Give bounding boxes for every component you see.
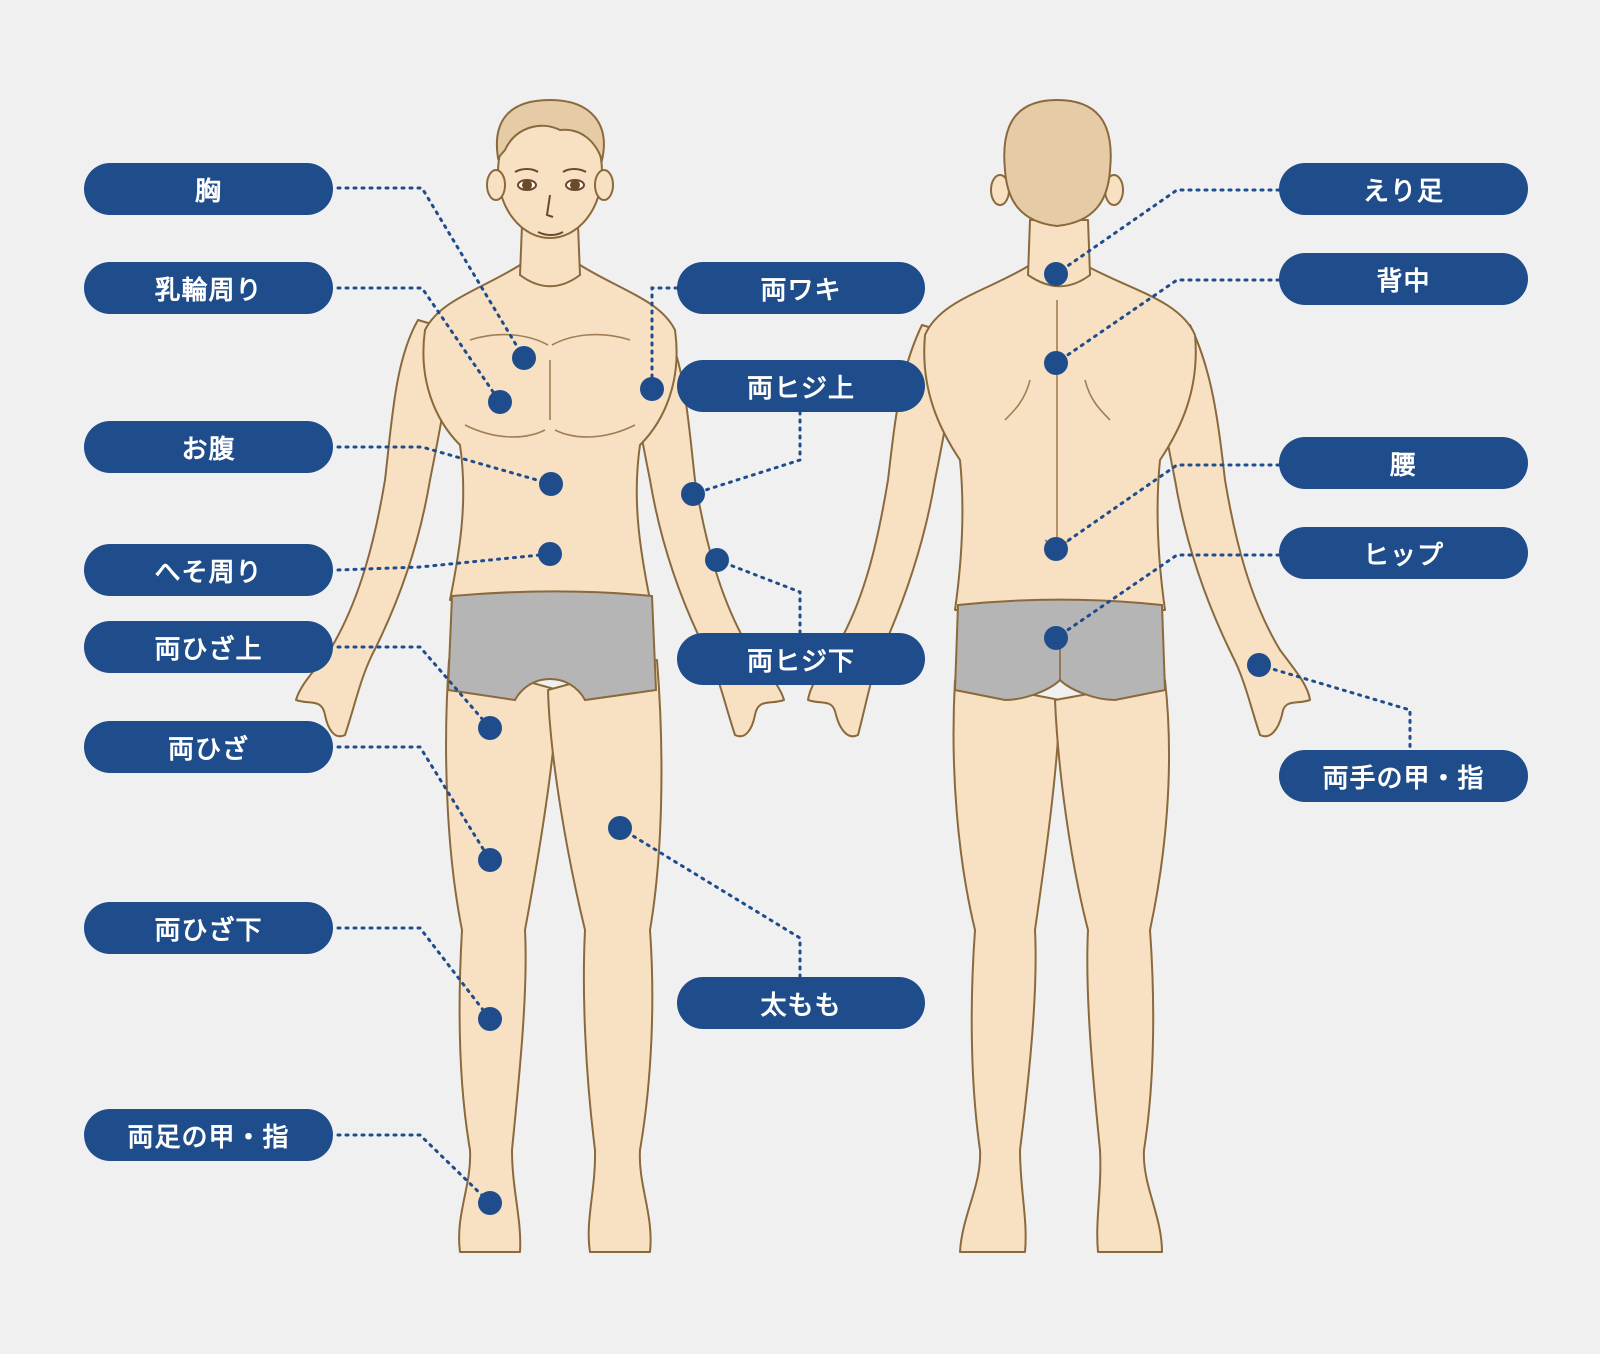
label-knees[interactable]: 両ひざ <box>84 721 333 773</box>
front-torso <box>422 264 678 601</box>
marker-knees <box>478 848 502 872</box>
label-thighs[interactable]: 太もも <box>677 977 925 1029</box>
label-hands[interactable]: 両手の甲・指 <box>1279 750 1528 802</box>
back-left-leg <box>952 679 1061 1253</box>
marker-back <box>1044 351 1068 375</box>
leader-lines <box>336 186 1412 1205</box>
marker-underarms <box>640 377 664 401</box>
label-navel[interactable]: へそ周り <box>84 544 333 596</box>
back-right-arm <box>1154 324 1311 738</box>
marker-feet <box>478 1191 502 1215</box>
marker-above-elbows <box>681 482 705 506</box>
back-neck <box>1027 219 1091 288</box>
label-waist[interactable]: 腰 <box>1279 437 1528 489</box>
label-underarms[interactable]: 両ワキ <box>677 262 925 314</box>
front-right-leg <box>547 659 663 1253</box>
marker-above-knees <box>478 716 502 740</box>
front-face <box>514 168 587 236</box>
marker-hands <box>1247 653 1271 677</box>
label-below-elbows[interactable]: 両ヒジ下 <box>677 633 925 685</box>
back-torso <box>923 264 1197 611</box>
marker-waist <box>1044 537 1068 561</box>
marker-areola <box>488 390 512 414</box>
marker-below-elbows <box>705 548 729 572</box>
front-underwear <box>446 590 658 702</box>
label-belly[interactable]: お腹 <box>84 421 333 473</box>
front-hair <box>495 98 605 164</box>
markers <box>478 262 1271 1215</box>
label-nape[interactable]: えり足 <box>1279 163 1528 215</box>
marker-below-knees <box>478 1007 502 1031</box>
front-left-leg <box>445 659 559 1253</box>
label-above-elbows[interactable]: 両ヒジ上 <box>677 360 925 412</box>
label-chest[interactable]: 胸 <box>84 163 333 215</box>
back-right-leg <box>1054 679 1170 1253</box>
front-neck <box>519 224 581 288</box>
label-hip[interactable]: ヒップ <box>1279 527 1528 579</box>
label-back[interactable]: 背中 <box>1279 253 1528 305</box>
front-left-arm <box>295 319 453 738</box>
back-figure <box>807 174 1311 1253</box>
label-below-knees[interactable]: 両ひざ下 <box>84 902 333 954</box>
marker-belly <box>539 472 563 496</box>
marker-chest <box>512 346 536 370</box>
label-areola[interactable]: 乳輪周り <box>84 262 333 314</box>
marker-navel <box>538 542 562 566</box>
marker-hip <box>1044 626 1068 650</box>
marker-thighs <box>608 816 632 840</box>
label-above-knees[interactable]: 両ひざ上 <box>84 621 333 673</box>
label-feet[interactable]: 両足の甲・指 <box>84 1109 333 1161</box>
front-figure <box>295 105 785 1253</box>
marker-nape <box>1044 262 1068 286</box>
back-head <box>1003 98 1112 228</box>
